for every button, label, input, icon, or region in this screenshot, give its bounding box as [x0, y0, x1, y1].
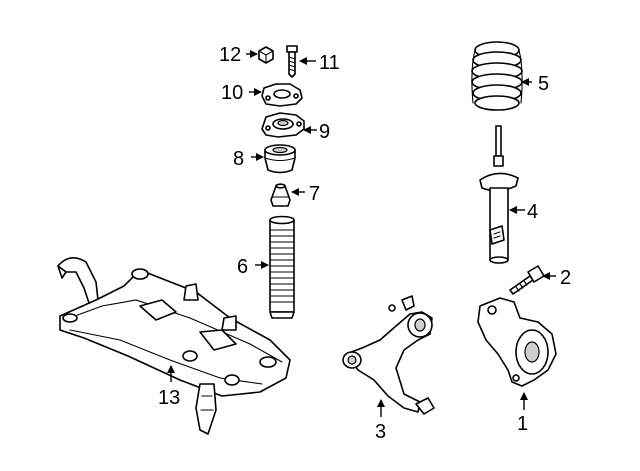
callout-2: 2: [560, 267, 571, 289]
callout-3: 3: [375, 421, 386, 443]
callout-7: 7: [309, 183, 320, 205]
callout-1: 1: [517, 413, 528, 435]
part-11-bolt: [286, 45, 298, 78]
part-13-subframe: [57, 257, 291, 435]
callout-9: 9: [319, 121, 330, 143]
callout-12: 12: [219, 44, 241, 66]
callout-4: 4: [527, 201, 538, 223]
callout-13: 13: [158, 387, 180, 409]
callout-11: 11: [319, 52, 340, 74]
part-5-coil-spring: [471, 41, 523, 111]
callout-5: 5: [538, 73, 549, 95]
callout-8: 8: [233, 148, 244, 170]
part-12-nut: [258, 46, 274, 64]
part-1-knuckle: [477, 297, 557, 387]
part-9-strut-mount: [261, 112, 305, 138]
part-2-bolt: [509, 265, 545, 295]
part-10-mount-plate: [261, 83, 303, 107]
part-3-control-arm: [342, 295, 435, 415]
part-6-dust-boot: [269, 215, 295, 319]
callout-10: 10: [221, 82, 243, 104]
callout-6: 6: [237, 256, 248, 278]
part-7-bump-stop: [270, 183, 291, 207]
part-8-bearing: [264, 144, 296, 174]
part-4-strut: [479, 125, 519, 264]
